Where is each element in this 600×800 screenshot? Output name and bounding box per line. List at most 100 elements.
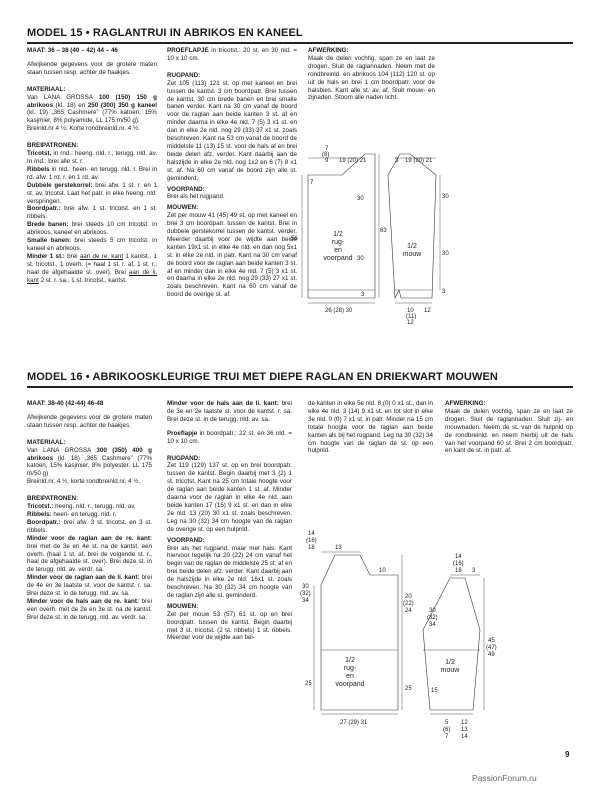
dim-body-top-c: 18 xyxy=(308,545,315,551)
dim-sleeve-top-c: 18 xyxy=(455,568,462,574)
dim-sleeve-h-b: (47) xyxy=(486,645,497,651)
gauge-text: PROEFLAPJE in tricotst.: 20 st. en 30 nl… xyxy=(167,47,297,62)
dim-bottom-body: 26 (28) 30 xyxy=(325,308,353,314)
dim-body-top-a: 14 xyxy=(308,531,315,537)
dim-side-body: 30 xyxy=(357,256,364,262)
sleeve-label-1: 1/2 xyxy=(407,243,417,250)
dim-cuff-a: 10 xyxy=(407,308,414,314)
sleeves-heading: MOUWEN: xyxy=(167,602,199,610)
body-piece xyxy=(307,153,376,299)
dim-cuff-b: (6) xyxy=(443,727,450,733)
dim-neck: 19 (20) 21 xyxy=(339,158,367,164)
body-label-4: voorpand xyxy=(335,681,364,688)
dim-height-total: 56 xyxy=(291,236,298,242)
body-label-1: 1/2 xyxy=(345,657,355,664)
dim-sleeve-len: 15 xyxy=(431,688,438,694)
body-label-3: en xyxy=(346,673,354,680)
model-15-title: MODEL 15 • RAGLANTRUI IN ABRIKOS EN KANE… xyxy=(27,27,573,44)
page-number: 9 xyxy=(565,750,570,759)
dim-raglan-h-a: 30 xyxy=(302,584,309,590)
dim-left-top-c: 9 xyxy=(325,158,329,164)
sleeves-text: Zet per mouw 41 (45) 49 st. op met kanee… xyxy=(167,212,297,299)
sleeve-label-2: mouw xyxy=(441,667,461,674)
back-heading: RUGPAND: xyxy=(167,71,201,79)
front-text: Brei als het rugpand, maar met hals. Kan… xyxy=(167,544,292,599)
model-16-title: MODEL 16 • ABRIKOOSKLEURIGE TRUI MET DIE… xyxy=(27,371,573,388)
dim-bottom-body: 27 (29) 31 xyxy=(340,720,368,726)
dim-cuff-c: 7 xyxy=(445,734,449,740)
pattern-stockinette: Tricotst. in rnd.: heeng. nld. r., terug… xyxy=(27,150,157,165)
body-label-4: voorpand xyxy=(323,255,352,262)
body-label-2: rug- xyxy=(344,665,357,672)
pattern-wide-stripes: Brede banen: brei steeds 10 cm tricotst.… xyxy=(27,221,157,237)
dim-body-w-a: 20 xyxy=(405,594,412,600)
sleeve-label-1: 1/2 xyxy=(445,659,455,666)
model-16-column-1: MAAT: 38-40 (42-44) 46-48 Afwijkende geg… xyxy=(27,400,152,622)
model-16-column-2: Minder voor de hals aan de li. kant: bre… xyxy=(167,400,292,642)
body-piece xyxy=(320,554,399,711)
pattern-garter: Ribbels: heen- en terugg. nld. r. xyxy=(27,510,117,518)
finishing-text: Maak de delen vochtig, span ze en laat z… xyxy=(445,407,573,455)
pattern-rib: Boordpatr.: brei afw. 3 st. tricotst. en… xyxy=(27,518,152,534)
body-label-3: en xyxy=(334,247,342,254)
pattern-stockinette: Tricotst.: heeng. nld. r., terugg. nld. … xyxy=(27,503,136,511)
pattern-narrow-stripes: Smalle banen: brei steeds 5 cm tricotst.… xyxy=(27,237,157,252)
model-16-column-4: AFWERKING: Maak de delen vochtig, span z… xyxy=(445,400,573,455)
dim-cuff-c: 12 xyxy=(407,320,414,326)
decrease-raglan-right: Minder voor de raglan aan de re. kant: b… xyxy=(27,534,152,574)
model-16-schematic: 14 (16) 18 13 10 30 (32) 34 25 20 (22) 2… xyxy=(300,531,497,740)
dim-side: 25 xyxy=(305,681,312,687)
front-heading: VOORPAND: xyxy=(167,185,205,193)
size-heading: MAAT: 38-40 (42-44) 46-48 xyxy=(27,400,104,407)
dim-left-cap: 7 xyxy=(310,180,314,186)
dim-neck-drop: 10 xyxy=(379,568,386,574)
pattern-garter: Ribbels in nld.: heen- en terugg. nld. r… xyxy=(27,165,157,181)
dim-body-top-b: (16) xyxy=(306,538,317,544)
sleeve-piece xyxy=(387,153,437,300)
dim-sleeve-top-b: 19 (20) 21 xyxy=(405,158,433,164)
model-15-column-1: MAAT: 36 – 38 (40 – 42) 44 – 46 Afwijken… xyxy=(27,47,157,284)
body-label-2: rug- xyxy=(332,239,345,246)
pattern-rib: Boordpatr.: brei afw. 1 st. tricotst. en… xyxy=(27,205,157,221)
finishing-text: Maak de delen vochtig, span ze en laat z… xyxy=(308,54,435,102)
needles-text: Breinld.nr. 4 ½, korte rondbreinld.nr. 4… xyxy=(27,478,141,486)
dim-front-h: 25 xyxy=(405,686,412,692)
materials-text: Van LANA GROSSA 300 (350) 400 g abrikoos… xyxy=(27,446,152,478)
model-15-column-3: AFWERKING: Maak de delen vochtig, span z… xyxy=(308,47,435,102)
dim-cuff2-b: 13 xyxy=(461,727,468,733)
sleeve-piece xyxy=(422,577,481,711)
size-heading: MAAT: 36 – 38 (40 – 42) 44 – 46 xyxy=(27,47,118,54)
back-heading: RUGPAND: xyxy=(167,454,201,462)
model-16-column-3: de kanten in elke 5e nld. 8 (0) 0 x1 st.… xyxy=(308,400,433,455)
dim-rib-sleeve: 3 xyxy=(442,289,446,295)
decrease-neck-right: Minder voor de hals aan de re. kant: bre… xyxy=(27,597,152,621)
dim-cuff-a: 5 xyxy=(445,720,449,726)
finishing-heading: AFWERKING: xyxy=(445,400,486,407)
dim-cuff-b: (11) xyxy=(406,314,416,320)
dim-rib-body: 3 xyxy=(361,292,365,298)
dim-sleeve-h-c: 49 xyxy=(488,652,495,658)
materials-heading: MATERIAAL: xyxy=(27,85,66,93)
dim-sleeve-top-a: 14 xyxy=(455,554,462,560)
front-heading: VOORPAND: xyxy=(167,536,205,544)
patterns-heading: BREIPATRONEN: xyxy=(27,495,79,503)
back-text: Zet 105 (113) 121 st. op met kaneel en b… xyxy=(167,79,297,182)
dim-raglan-h-b: (32) xyxy=(300,591,311,597)
decrease-raglan-left: Minder voor de raglan aan de li. kant: b… xyxy=(27,574,152,598)
size-note: Afwijkende gegevens voor de grotere mate… xyxy=(27,60,157,76)
size-note: Afwijkende gegevens voor de grotere mate… xyxy=(27,413,152,429)
dim-raglan-body: 30 xyxy=(357,196,364,202)
finishing-heading: AFWERKING: xyxy=(308,47,349,54)
gauge-text: Proeflapje in boordpatr.: 22 st. en 36 n… xyxy=(167,429,292,445)
dim-left-top-b: (8) xyxy=(322,152,329,158)
dim-sleeve-h-a: 45 xyxy=(488,638,495,644)
dim-sleeve-top-a: 3 xyxy=(395,158,399,164)
sleeves-heading: MOUWEN: xyxy=(167,204,199,212)
dim-sleeve-width: 12 xyxy=(424,308,431,314)
dim-sleeve-top-b: (16) xyxy=(453,561,464,567)
dim-neck: 13 xyxy=(335,545,342,551)
needles-text: Breinld.nr 4 ½. Korte rondbreinld.nr. 4 … xyxy=(27,125,140,133)
pattern-double-moss: Dubbele gerstekorrel: brei afw. 1 st. r.… xyxy=(27,181,158,205)
back-text: Zet 119 (129) 137 st. op en brei boordpa… xyxy=(167,462,292,533)
watermark: PassionForum.ru xyxy=(472,773,537,783)
